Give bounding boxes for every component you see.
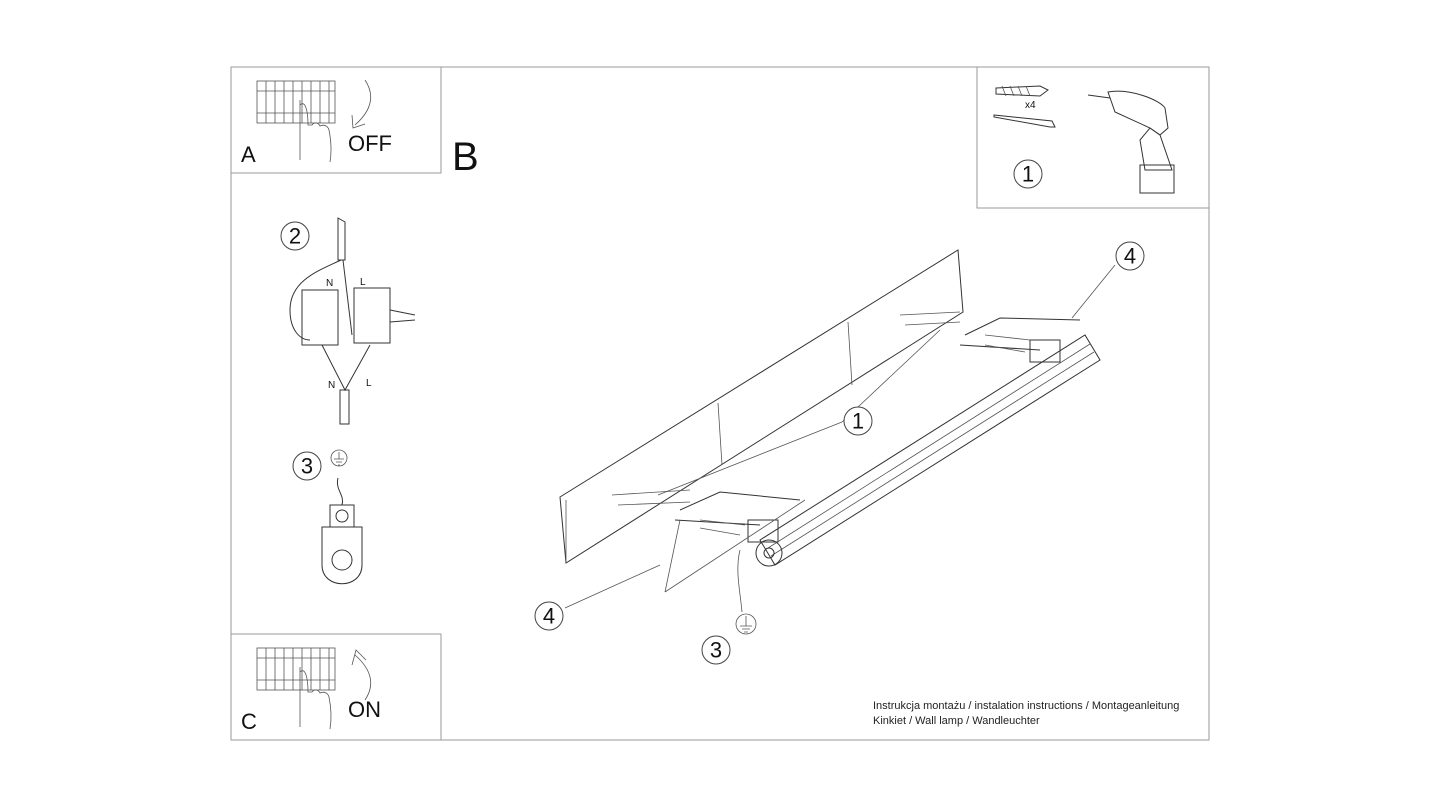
step-4-number-left: 4 — [543, 604, 555, 629]
step-3-badge-main — [701, 635, 731, 665]
panel-c-box — [230, 633, 442, 741]
cable-neutral-label: N — [328, 380, 335, 391]
footer-instructions-title: Instrukcja montażu / instalation instruc… — [873, 700, 1179, 712]
ground-icon-main — [735, 613, 757, 635]
panel-c-on-label: ON — [348, 697, 381, 722]
panel-a-off-label: OFF — [348, 131, 392, 156]
step-4-number-right: 4 — [1124, 244, 1136, 269]
wall-lamp-illustration — [611, 311, 1101, 613]
step-1-number: 1 — [852, 409, 864, 434]
breaker-on-illustration — [256, 647, 372, 730]
ground-icon — [330, 449, 348, 467]
panel-c-letter: C — [241, 709, 257, 734]
connector-live-label: L — [360, 277, 366, 288]
screw-icon — [993, 114, 1056, 128]
step-4-badge-right — [1115, 241, 1145, 271]
drill-icon — [1087, 90, 1175, 194]
step-1-tools-number: 1 — [1022, 162, 1034, 187]
wall-panel-illustration — [559, 249, 964, 564]
footer-product-name: Kinkiet / Wall lamp / Wandleuchter — [873, 715, 1040, 727]
step-3-badge — [292, 451, 322, 481]
panel-a-letter: A — [241, 142, 256, 167]
step-4-badge-left — [534, 601, 564, 631]
step-1-tools-badge — [1013, 159, 1043, 189]
tools-box — [976, 66, 1210, 209]
connector-neutral-label: N — [326, 278, 333, 289]
wiring-connectors-illustration — [289, 217, 416, 425]
earth-terminal-illustration — [321, 477, 363, 585]
cable-live-label: L — [366, 378, 372, 389]
callout-lines — [564, 264, 1116, 609]
step-1-badge — [843, 406, 873, 436]
breaker-off-illustration — [256, 79, 372, 163]
step-2-badge — [280, 221, 310, 251]
panel-b-letter: B — [452, 135, 479, 179]
step-3-number-main: 3 — [710, 638, 722, 663]
page-frame — [230, 66, 1210, 741]
wall-plug-icon — [995, 85, 1049, 97]
step-2-number: 2 — [289, 224, 301, 249]
quantity-label: x4 — [1025, 100, 1036, 111]
step-3-number: 3 — [301, 454, 313, 479]
panel-a-box — [230, 66, 442, 174]
